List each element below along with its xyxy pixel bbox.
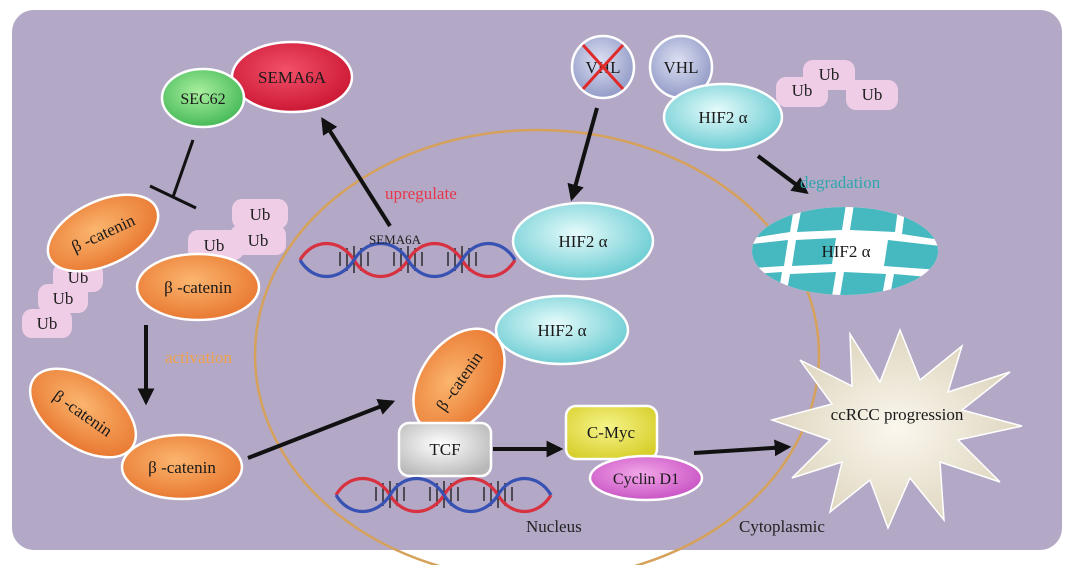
degradation-arrow <box>756 154 809 195</box>
dna-helix-target <box>334 477 553 513</box>
cytoplasmic-label: Cytoplasmic <box>739 517 825 536</box>
stabilization-arrow <box>567 107 599 202</box>
ub-label: Ub <box>250 205 271 224</box>
ub-bubble <box>776 77 828 107</box>
ub-label: Ub <box>204 236 225 255</box>
ub-label: Ub <box>819 65 840 84</box>
beta-catenin-ub-right <box>135 252 261 322</box>
hif2a-vhl-bound <box>662 82 784 152</box>
ub-bubble <box>846 80 898 110</box>
inhibition-line <box>171 139 195 198</box>
ub-bubble <box>38 284 88 313</box>
inhibition-bar <box>149 184 197 210</box>
hif2a-label: HIF2 α <box>558 232 607 251</box>
ub-bubble <box>230 225 286 255</box>
beta-catenin-ub-left <box>46 193 160 273</box>
ub-label: Ub <box>68 268 89 287</box>
ccrcc-label: ccRCC progression <box>831 405 964 424</box>
cyclin-d1-protein <box>588 454 704 502</box>
hif2a-nuclear <box>511 201 655 281</box>
hif2a-degraded-label: HIF2 α <box>821 242 870 261</box>
cmyc-box <box>564 404 659 461</box>
progression-arrow <box>693 439 792 457</box>
hif2a-label: HIF2 α <box>698 108 747 127</box>
activation-label: activation <box>165 348 233 367</box>
hif2a-complex <box>494 294 630 366</box>
ub-bubble <box>22 309 72 338</box>
vhl-label: VHL <box>664 58 699 77</box>
beta-catenin-active-2 <box>120 433 244 501</box>
upregulate-arrow <box>321 117 392 228</box>
nucleus-label: Nucleus <box>526 517 582 536</box>
dna-helix-sema6a <box>298 242 517 278</box>
ub-label: Ub <box>248 231 269 250</box>
nuclear-translocation-arrow <box>247 399 396 460</box>
ub-cluster-bcat: Ub Ub Ub <box>188 199 288 260</box>
ub-bubble <box>232 199 288 229</box>
beta-catenin-label: β -catenin <box>164 278 232 297</box>
ub-label: Ub <box>792 81 813 100</box>
tcf-box <box>397 421 493 478</box>
ub-cluster-top: Ub Ub Ub <box>776 60 898 110</box>
cmyc-label: C-Myc <box>587 423 636 442</box>
hif2a-label: HIF2 α <box>537 321 586 340</box>
ub-label: Ub <box>53 289 74 308</box>
sema6a-label: SEMA6A <box>258 68 327 87</box>
sec62-label: SEC62 <box>180 91 225 108</box>
ub-label: Ub <box>862 85 883 104</box>
cyclin-d1-label: Cyclin D1 <box>613 471 679 488</box>
ccrcc-starburst <box>769 327 1023 530</box>
degradation-label: degradation <box>800 173 881 192</box>
beta-catenin-label: β -catenin <box>148 458 216 477</box>
vhl-cross-icon <box>581 43 625 91</box>
ub-label: Ub <box>37 314 58 333</box>
upregulate-label: upregulate <box>385 184 457 203</box>
beta-catenin-active-1 <box>28 367 138 459</box>
sec62-protein <box>160 67 246 129</box>
tcf-label: TCF <box>429 440 460 459</box>
sema6a-gene-label: SEMA6A <box>369 232 422 247</box>
nucleus-membrane <box>253 128 821 565</box>
